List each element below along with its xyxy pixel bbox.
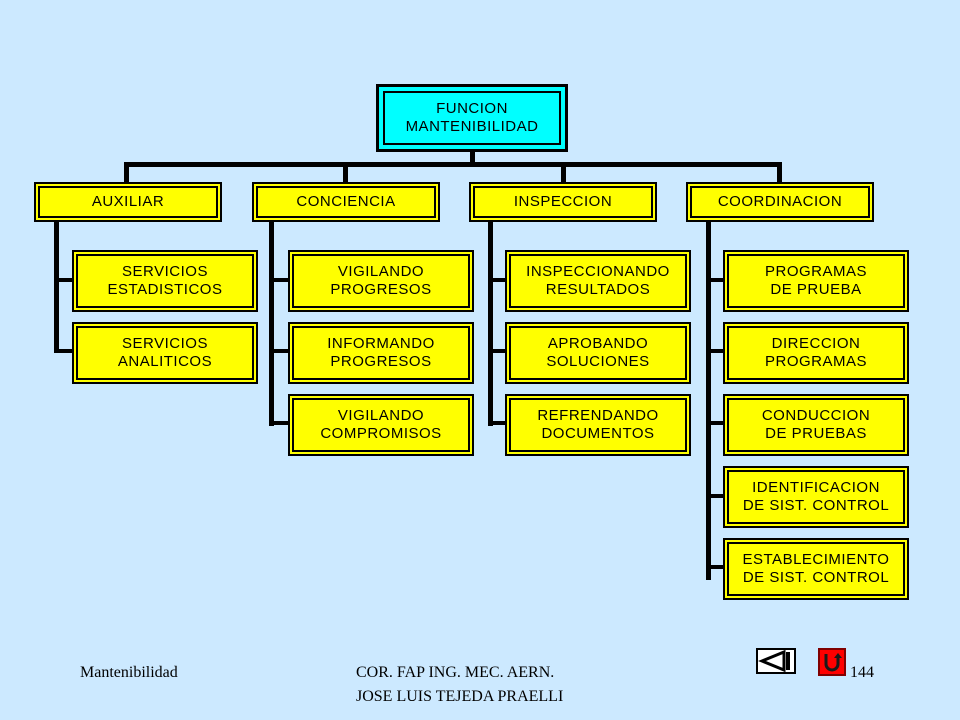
col2-branch-2: [269, 349, 289, 353]
u-turn-icon: [821, 651, 843, 673]
item-box: INSPECCIONANDO RESULTADOS: [505, 250, 691, 312]
item-box: CONDUCCION DE PRUEBAS: [723, 394, 909, 456]
return-button[interactable]: [818, 648, 846, 676]
item-label: INFORMANDO PROGRESOS: [327, 335, 435, 370]
root-label: FUNCION MANTENIBILIDAD: [405, 100, 539, 135]
item-box: SERVICIOS ESTADISTICOS: [72, 250, 258, 312]
col4-branch-4: [706, 494, 726, 498]
item-box: ESTABLECIMIENTO DE SIST. CONTROL: [723, 538, 909, 600]
col1-branch-1: [54, 278, 74, 282]
item-label: VIGILANDO COMPROMISOS: [320, 407, 442, 442]
header-label: AUXILIAR: [91, 193, 165, 210]
item-label: INSPECCIONANDO RESULTADOS: [526, 263, 670, 298]
col4-drop: [777, 162, 782, 182]
top-bus-line: [124, 162, 782, 167]
col4-branch-3: [706, 421, 726, 425]
item-box: IDENTIFICACION DE SIST. CONTROL: [723, 466, 909, 528]
item-box: REFRENDANDO DOCUMENTOS: [505, 394, 691, 456]
item-label: DIRECCION PROGRAMAS: [764, 335, 867, 370]
col3-branch-3: [488, 421, 508, 425]
header-box-coordinacion: COORDINACION: [686, 182, 874, 222]
col4-branch-1: [706, 278, 726, 282]
footer-author-line2: JOSE LUIS TEJEDA PRAELLI: [356, 688, 564, 705]
header-label: INSPECCION: [513, 193, 613, 210]
col1-drop: [124, 162, 129, 182]
item-label: REFRENDANDO DOCUMENTOS: [537, 407, 659, 442]
col2-branch-1: [269, 278, 289, 282]
item-box: SERVICIOS ANALITICOS: [72, 322, 258, 384]
item-label: SERVICIOS ANALITICOS: [117, 335, 213, 370]
footer-title: Mantenibilidad: [80, 664, 178, 681]
header-label: CONCIENCIA: [296, 193, 396, 210]
item-label: APROBANDO SOLUCIONES: [546, 335, 650, 370]
header-box-auxiliar: AUXILIAR: [34, 182, 222, 222]
col3-spine: [488, 220, 493, 426]
root-box: FUNCION MANTENIBILIDAD: [376, 84, 568, 152]
col4-spine: [706, 220, 711, 580]
item-box: INFORMANDO PROGRESOS: [288, 322, 474, 384]
header-box-conciencia: CONCIENCIA: [252, 182, 440, 222]
header-label: COORDINACION: [717, 193, 843, 210]
item-label: IDENTIFICACION DE SIST. CONTROL: [742, 479, 890, 514]
item-box: APROBANDO SOLUCIONES: [505, 322, 691, 384]
back-button[interactable]: [756, 648, 796, 674]
col2-drop: [343, 162, 348, 182]
item-box: VIGILANDO COMPROMISOS: [288, 394, 474, 456]
root-stem: [470, 150, 475, 165]
col4-branch-5: [706, 565, 726, 569]
item-label: ESTABLECIMIENTO DE SIST. CONTROL: [742, 551, 890, 586]
item-label: CONDUCCION DE PRUEBAS: [761, 407, 871, 442]
footer-author-line1: COR. FAP ING. MEC. AERN.: [356, 664, 555, 681]
item-box: VIGILANDO PROGRESOS: [288, 250, 474, 312]
item-box: DIRECCION PROGRAMAS: [723, 322, 909, 384]
header-box-inspeccion: INSPECCION: [469, 182, 657, 222]
col3-branch-2: [488, 349, 508, 353]
col1-spine: [54, 220, 59, 352]
col4-branch-2: [706, 349, 726, 353]
col2-branch-3: [269, 421, 289, 425]
col3-drop: [561, 162, 566, 182]
item-label: VIGILANDO PROGRESOS: [330, 263, 432, 298]
page-number: 144: [850, 664, 874, 681]
col3-branch-1: [488, 278, 508, 282]
item-label: SERVICIOS ESTADISTICOS: [107, 263, 223, 298]
col1-branch-2: [54, 349, 74, 353]
item-label: PROGRAMAS DE PRUEBA: [764, 263, 867, 298]
back-arrow-icon: [758, 649, 794, 673]
col2-spine: [269, 220, 274, 426]
item-box: PROGRAMAS DE PRUEBA: [723, 250, 909, 312]
